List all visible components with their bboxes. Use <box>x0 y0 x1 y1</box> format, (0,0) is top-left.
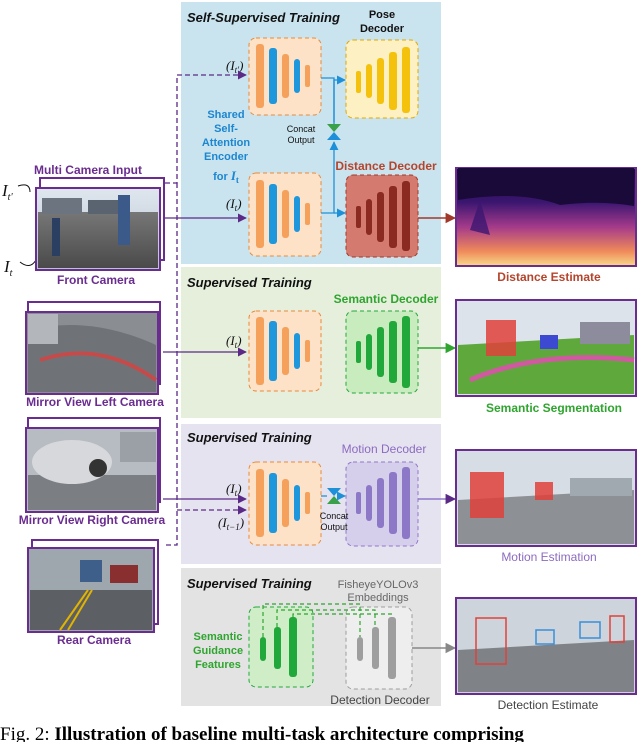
input-label-it-motion: (It) <box>226 481 242 498</box>
concat-label-pose-1: Concat <box>287 124 316 134</box>
svg-text:Shared: Shared <box>207 109 244 121</box>
front-camera-image <box>35 177 165 271</box>
semantic-segmentation-label: Semantic Segmentation <box>486 401 622 415</box>
caption-prefix: Fig. 2: <box>0 724 50 742</box>
encoder-semantic <box>248 310 322 392</box>
detection-estimate-label: Detection Estimate <box>498 698 599 712</box>
mirror-left-camera-image <box>25 301 161 395</box>
input-label-it-minus-1: (It−1) <box>218 515 244 532</box>
front-camera-label: Front Camera <box>57 273 135 287</box>
rear-camera-image <box>27 539 159 633</box>
semantic-guidance-label-2: Guidance <box>193 645 243 657</box>
supervised-title-semantic: Supervised Training <box>187 275 312 290</box>
pose-feature-arrows <box>321 75 346 218</box>
svg-text:Self-: Self- <box>214 123 238 135</box>
yolo-embeddings-label-2: Embeddings <box>347 592 409 604</box>
encoder-motion <box>248 461 322 546</box>
caption-bold: Illustration of baseline multi-task arch… <box>54 724 524 742</box>
distance-estimate-image <box>455 167 637 267</box>
distance-decoder-label: Distance Decoder <box>335 159 437 173</box>
semantic-guidance-label-3: Features <box>195 659 241 671</box>
concat-op-pose <box>327 124 341 140</box>
self-supervised-title: Self-Supervised Training <box>187 10 340 25</box>
motion-decoder <box>345 461 419 547</box>
semantic-decoder <box>345 310 419 394</box>
it-label: It <box>3 257 13 279</box>
mirror-right-camera-label: Mirror View Right Camera <box>19 513 166 527</box>
concat-label-pose-2: Output <box>287 135 315 145</box>
detection-decoder-label: Detection Decoder <box>330 693 429 707</box>
semantic-segmentation-image <box>455 299 637 397</box>
supervised-title-motion: Supervised Training <box>187 430 312 445</box>
semantic-decoder-label: Semantic Decoder <box>334 292 439 306</box>
yolo-skip-connections <box>262 603 393 637</box>
input-label-it-semantic: (It) <box>226 333 242 350</box>
concat-label-motion-2: Output <box>320 522 348 532</box>
motion-decoder-label: Motion Decoder <box>342 442 427 456</box>
pose-decoder-label-2: Decoder <box>360 23 405 35</box>
mirror-right-camera-image <box>25 417 161 513</box>
detection-estimate-image <box>455 597 637 695</box>
svg-text:Encoder: Encoder <box>204 151 249 163</box>
svg-text:Attention: Attention <box>202 137 251 149</box>
semantic-guidance-features <box>248 606 314 688</box>
pose-decoder-label-1: Pose <box>369 9 395 21</box>
concat-label-motion-1: Concat <box>320 511 349 521</box>
pose-decoder <box>345 39 419 119</box>
detection-decoder <box>345 606 413 690</box>
encoder-top <box>248 37 322 116</box>
supervised-title-detection: Supervised Training <box>187 576 312 591</box>
multi-camera-title: Multi Camera Input <box>34 163 142 177</box>
input-arrows-dashed <box>165 70 247 546</box>
it-prime-label: It' <box>1 181 13 203</box>
encoder-bottom <box>248 172 322 257</box>
yolo-embeddings-label-1: FisheyeYOLOv3 <box>338 579 419 591</box>
semantic-guidance-label-1: Semantic <box>194 631 243 643</box>
shared-encoder-label: Shared Self- Attention Encoder for It <box>202 109 251 185</box>
input-label-it-top: (It) <box>226 196 242 213</box>
svg-text:for It: for It <box>213 168 239 185</box>
figure-caption: Fig. 2: Illustration of baseline multi-t… <box>0 718 640 742</box>
mirror-left-camera-label: Mirror View Left Camera <box>26 395 164 409</box>
rear-camera-label: Rear Camera <box>57 633 131 647</box>
motion-estimation-label: Motion Estimation <box>501 550 596 564</box>
distance-estimate-label: Distance Estimate <box>497 270 601 284</box>
distance-decoder <box>345 174 419 258</box>
motion-estimation-image <box>455 449 637 547</box>
input-label-it-prime: (It') <box>226 58 243 75</box>
